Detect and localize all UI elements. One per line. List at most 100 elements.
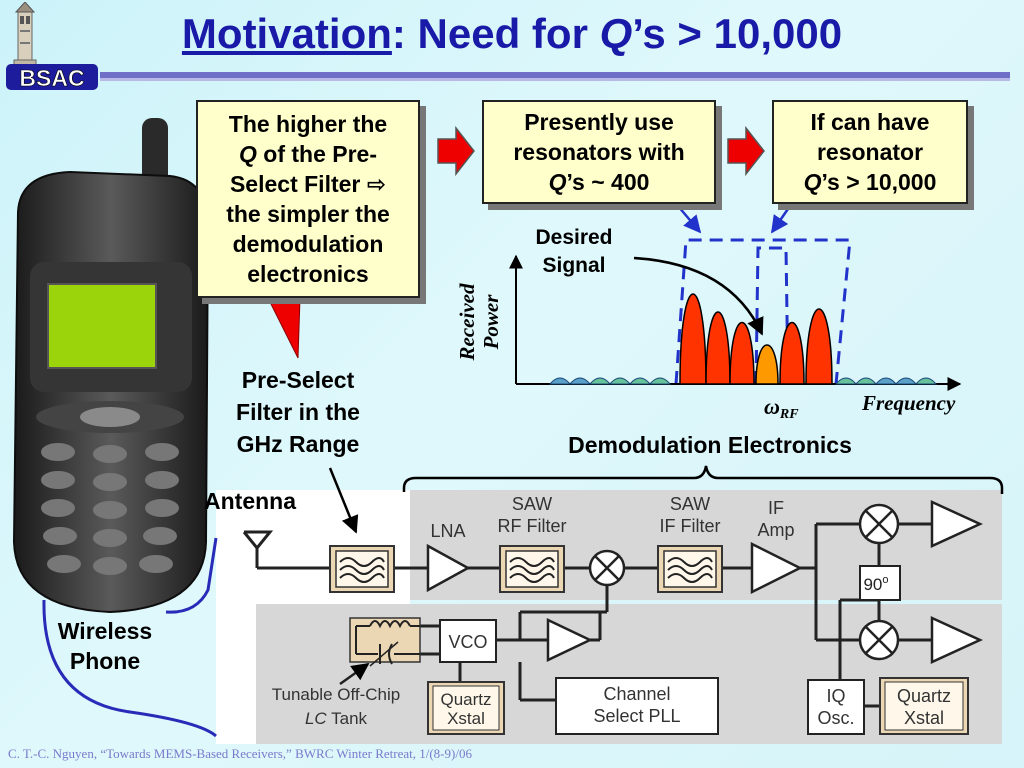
preselect-arrow	[328, 467, 359, 534]
lna-label: LNA	[430, 521, 465, 541]
lc-tank-icon	[349, 617, 421, 667]
wireless-phone-label: Wireless Phone	[30, 616, 180, 676]
title-underlined: Motivation	[181, 10, 392, 57]
desired-label-2: Signal	[542, 254, 605, 277]
title-q: Q	[599, 10, 633, 57]
phone-keypad	[41, 443, 179, 575]
pll-line2: Select PLL	[593, 706, 680, 726]
box2-line3: Q’s ~ 400	[549, 167, 650, 197]
interferer-lobes	[679, 293, 833, 385]
wireless-line2: Phone	[69, 648, 141, 674]
box3-pointer	[770, 205, 792, 234]
desired-arrow	[633, 256, 764, 336]
preselect-filter-block	[329, 545, 395, 593]
channel-select-pll-block	[555, 677, 719, 735]
phone-link-upper	[165, 537, 218, 614]
if-amp-icon	[750, 541, 803, 595]
box2-line3-rest: ’s ~ 400	[566, 169, 650, 195]
tank-arrow	[339, 662, 370, 686]
title-rule	[100, 72, 1010, 78]
small-lobes-right	[834, 377, 938, 385]
box1-line5: demodulation	[232, 231, 384, 257]
demod-bracket	[402, 465, 1004, 494]
box3-line2: resonator	[816, 139, 924, 165]
desired-signal-lobe	[755, 344, 779, 385]
phase-shift-90-block	[859, 565, 901, 601]
i-mixer-icon	[858, 503, 900, 545]
box2-pointer	[677, 205, 702, 234]
if-amp-line1: IF	[768, 498, 784, 518]
vco-block	[439, 619, 497, 663]
saw-if-line2: IF Filter	[660, 516, 721, 536]
lo-buffer-icon	[546, 618, 593, 662]
preselect-line1: Pre-Select	[241, 367, 355, 393]
iq-line1: IQ	[826, 686, 845, 706]
desired-label-1: Desired	[535, 226, 612, 249]
q-mixer-icon	[858, 619, 900, 661]
small-lobes-left	[548, 377, 672, 385]
box1-line1: The higher the	[228, 111, 388, 137]
rf-mixer-icon	[588, 549, 626, 587]
phase-shift-label: 90o	[863, 574, 888, 594]
callout-pointer	[267, 297, 301, 359]
box1-line3: Select Filter ⇨	[229, 171, 387, 197]
page-title: Motivation: Need for Q’s > 10,000	[0, 8, 1024, 60]
preselect-line3: GHz Range	[236, 431, 360, 457]
flow-arrow-1	[437, 125, 475, 177]
saw-if-filter-block	[657, 545, 723, 593]
quartz2-line2: Xstal	[904, 708, 944, 728]
x-label: Frequency	[861, 391, 956, 415]
wireless-line1: Wireless	[57, 618, 153, 644]
box1-line4: the simpler the	[226, 201, 390, 227]
phone-screen	[47, 283, 157, 369]
title-rule-light	[100, 78, 1010, 81]
logo-text: BSAC	[19, 65, 84, 91]
box-if-can-have: If can have resonator Q’s > 10,000	[772, 100, 968, 204]
tank-label-2: LC Tank	[305, 709, 368, 728]
omega-rf-label: ωRF	[764, 394, 799, 422]
filter-outline-narrow	[754, 246, 790, 385]
vco-label: VCO	[448, 632, 487, 652]
iq-osc-block	[807, 679, 865, 735]
i-amp-icon	[930, 500, 984, 548]
saw-if-line1: SAW	[670, 494, 710, 514]
box1-q: Q	[238, 141, 257, 167]
if-amp-line2: Amp	[757, 520, 794, 540]
tank-rest: Tank	[327, 709, 368, 728]
ninety-deg: o	[882, 574, 888, 586]
tank-label-1: Tunable Off-Chip	[272, 685, 401, 704]
phone-nav-key	[80, 407, 140, 427]
flow-arrow-2	[727, 125, 765, 177]
antenna-label: Antenna	[204, 488, 296, 514]
box3-line3-rest: ’s > 10,000	[821, 169, 937, 195]
box-presently: Presently use resonators with Q’s ~ 400	[482, 100, 716, 204]
box3-line3: Q’s > 10,000	[804, 167, 937, 197]
saw-rf-line1: SAW	[512, 494, 552, 514]
box3-line1: If can have	[810, 109, 930, 135]
title-part-2: ’s > 10,000	[632, 10, 843, 57]
antenna-icon	[242, 530, 274, 551]
y-label-1: Received	[455, 283, 479, 361]
phone-link-lower	[42, 599, 217, 738]
lna-amplifier-icon	[426, 543, 471, 593]
box2-line2: resonators with	[513, 139, 685, 165]
spectrum-plot: Desired Signal Received Power ωRF Freque…	[455, 226, 962, 422]
box1-line6: electronics	[247, 261, 369, 287]
box2-line1: Presently use	[524, 109, 674, 135]
iq-line2: Osc.	[817, 708, 854, 728]
box2-q: Q	[548, 169, 567, 195]
saw-rf-line2: RF Filter	[498, 516, 567, 536]
demod-label: Demodulation Electronics	[568, 432, 852, 458]
box-higher-q: The higher the Q of the Pre- Select Filt…	[196, 100, 420, 298]
filter-outline-wide	[674, 238, 852, 385]
q-amp-icon	[930, 616, 984, 664]
title-part-1: : Need for	[391, 10, 600, 57]
quartz2-line1: Quartz	[897, 686, 951, 706]
ninety-value: 90	[863, 575, 882, 594]
box3-q: Q	[803, 169, 822, 195]
pll-line1: Channel	[603, 684, 670, 704]
preselect-label: Pre-Select Filter in the GHz Range	[206, 364, 390, 460]
footer-citation: C. T.-C. Nguyen, “Towards MEMS-Based Rec…	[8, 746, 472, 761]
box1-line2: Q of the Pre-	[239, 139, 377, 169]
bsac-logo: BSAC	[6, 2, 98, 91]
